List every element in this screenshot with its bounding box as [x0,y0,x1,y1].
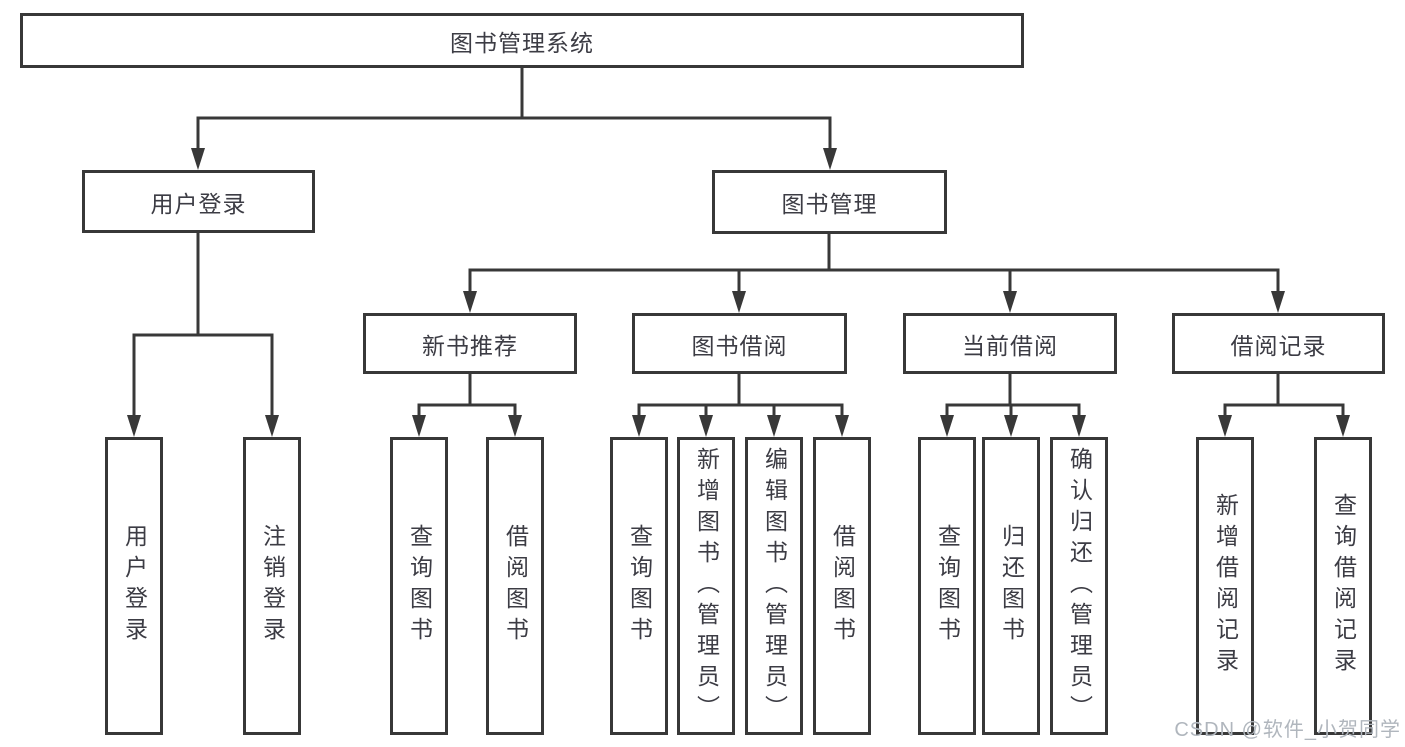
watermark: CSDN @软件_小贺同学 [1174,719,1401,741]
arrowhead-cb-confirm-icon [1072,415,1086,437]
leaf-br-add-record-label: 新增借阅记录 [1212,493,1239,679]
leaf-nbr-borrow-books-label: 借阅图书 [502,524,529,648]
arrowhead-user-login-icon [191,148,205,170]
node-root-label: 图书管理系统 [450,29,594,56]
node-root: 图书管理系统 [20,13,1024,68]
arrowhead-borrow-records-icon [1271,291,1285,313]
leaf-user-login-label: 用户登录 [121,524,148,648]
leaf-cb-query-books-label: 查询图书 [934,524,961,648]
leaf-cb-confirm-return-admin: 确认归还（管理员） [1050,437,1108,735]
arrowhead-book-management-icon [823,148,837,170]
arrowhead-leaf-logout-icon [265,415,279,437]
leaf-bb-borrow-books: 借阅图书 [813,437,871,735]
leaf-nbr-query-books: 查询图书 [390,437,448,735]
node-new-book-recommend: 新书推荐 [363,313,577,374]
node-book-management: 图书管理 [712,170,947,234]
leaf-br-query-record-label: 查询借阅记录 [1330,493,1357,679]
arrowhead-bb-query-icon [632,415,646,437]
leaf-bb-edit-books-admin: 编辑图书（管理员） [745,437,803,735]
node-user-login-label: 用户登录 [150,190,247,217]
leaf-logout-label: 注销登录 [259,524,286,648]
leaf-bb-edit-books-admin-label: 编辑图书（管理员） [761,446,788,726]
leaf-bb-add-books-admin: 新增图书（管理员） [677,437,735,735]
leaf-nbr-borrow-books: 借阅图书 [486,437,544,735]
leaf-cb-return-books-label: 归还图书 [998,524,1025,648]
arrowhead-leaf-user-login-icon [127,415,141,437]
leaf-bb-query-books: 查询图书 [610,437,668,735]
node-current-borrow-label: 当前借阅 [962,332,1058,359]
arrowhead-bb-edit-icon [767,415,781,437]
node-current-borrow: 当前借阅 [903,313,1117,374]
leaf-cb-confirm-return-admin-label: 确认归还（管理员） [1066,446,1093,726]
arrowhead-nbr-query-icon [412,415,426,437]
arrowhead-current-borrow-icon [1003,291,1017,313]
leaf-nbr-query-books-label: 查询图书 [406,524,433,648]
node-book-borrow-label: 图书借阅 [691,332,788,359]
arrowhead-br-query-icon [1336,415,1350,437]
leaf-bb-add-books-admin-label: 新增图书（管理员） [693,446,720,726]
node-borrow-records-label: 借阅记录 [1230,332,1327,359]
leaf-cb-query-books: 查询图书 [918,437,976,735]
leaf-br-query-record: 查询借阅记录 [1314,437,1372,735]
arrowhead-br-add-icon [1218,415,1232,437]
node-borrow-records: 借阅记录 [1172,313,1385,374]
node-user-login: 用户登录 [82,170,315,233]
leaf-user-login: 用户登录 [105,437,163,735]
arrowhead-cb-return-icon [1004,415,1018,437]
node-book-borrow: 图书借阅 [632,313,847,374]
leaf-cb-return-books: 归还图书 [982,437,1040,735]
arrowheads [127,148,1350,437]
arrowhead-new-book-recommend-icon [463,291,477,313]
leaf-bb-query-books-label: 查询图书 [626,524,653,648]
node-new-book-recommend-label: 新书推荐 [422,332,518,359]
arrowhead-nbr-borrow-icon [508,415,522,437]
arrowhead-bb-add-icon [699,415,713,437]
leaf-logout: 注销登录 [243,437,301,735]
leaf-br-add-record: 新增借阅记录 [1196,437,1254,735]
arrowhead-bb-borrow-icon [835,415,849,437]
leaf-bb-borrow-books-label: 借阅图书 [829,524,856,648]
arrowhead-book-borrow-icon [732,291,746,313]
arrowhead-cb-query-icon [940,415,954,437]
node-book-management-label: 图书管理 [781,191,878,217]
